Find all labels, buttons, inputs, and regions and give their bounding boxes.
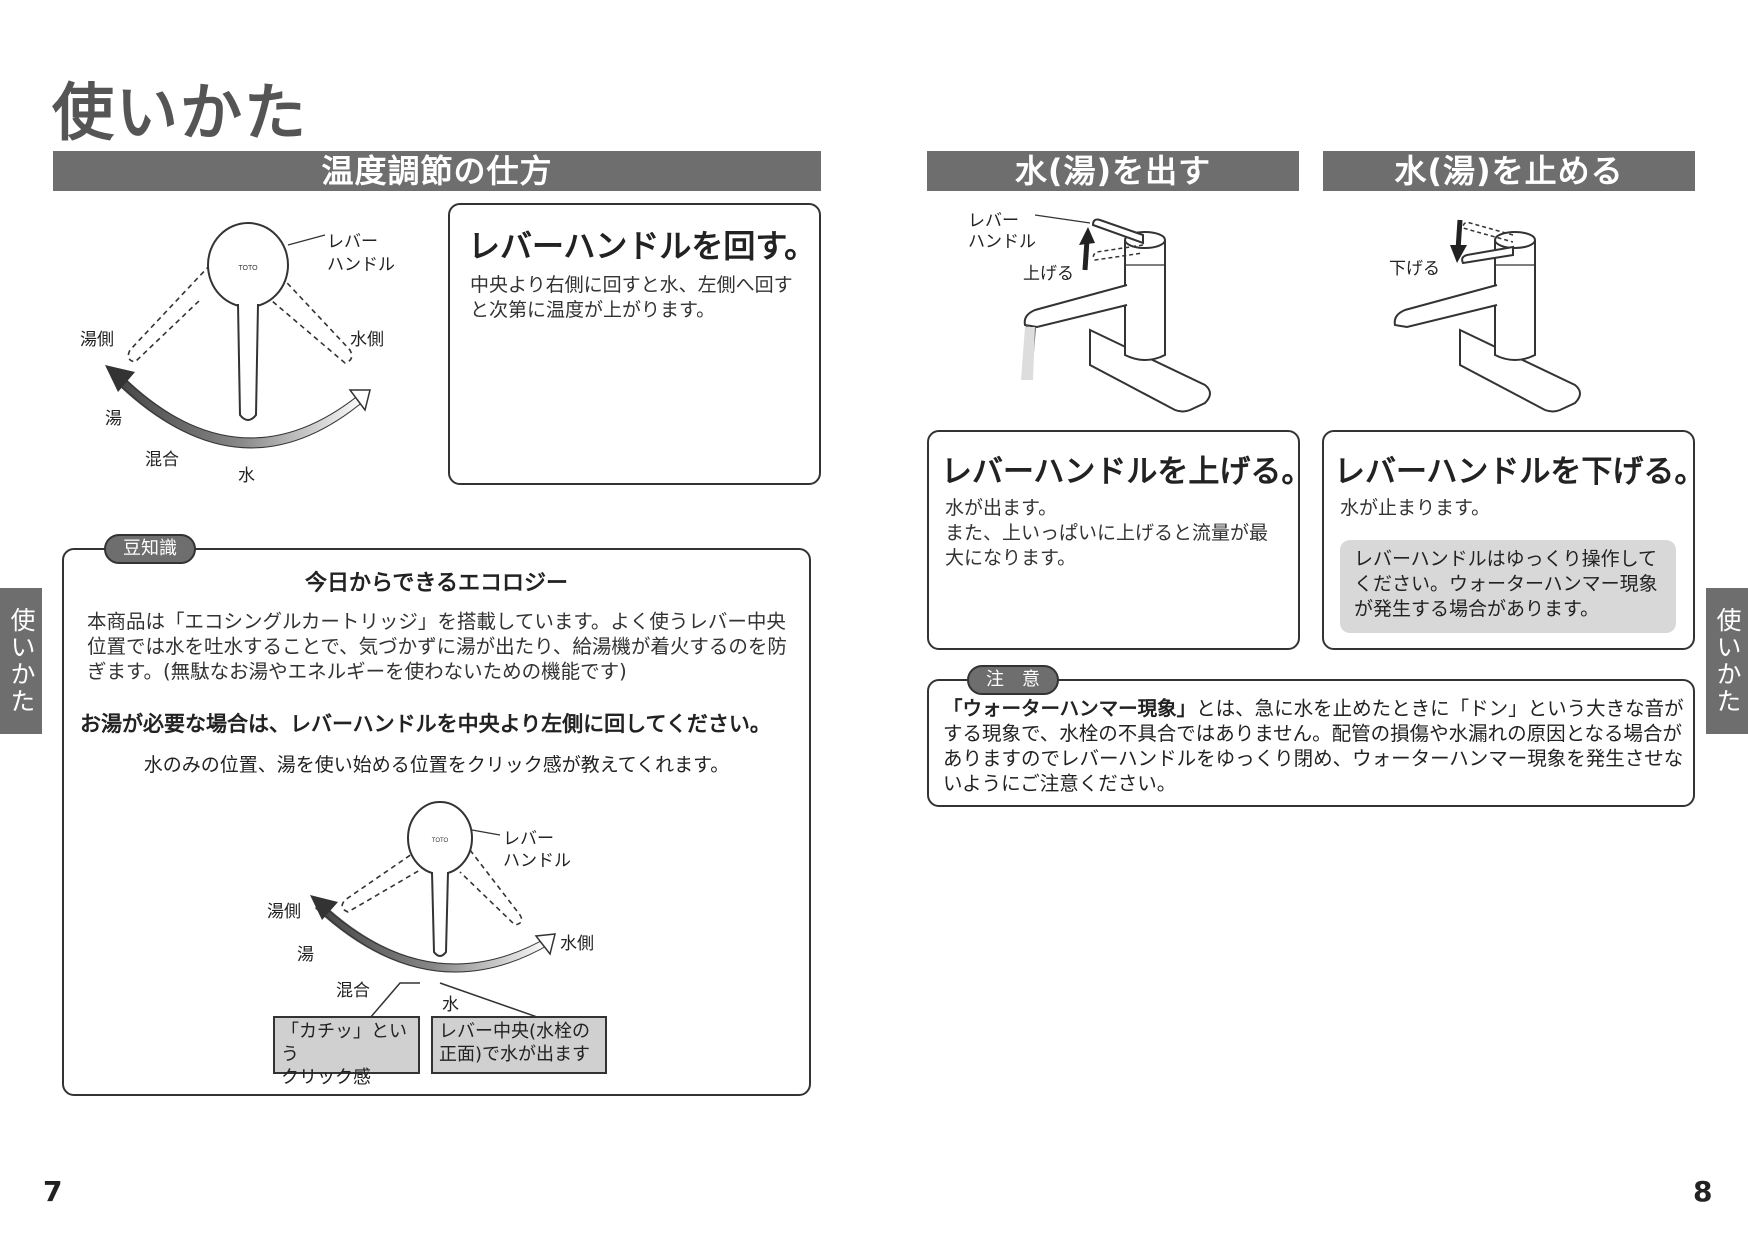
faucet-open-illustration (1021, 214, 1211, 413)
open-instruction-box: レバーハンドルを上げる。 水が出ます。 また、上いっぱいに上げると流量が最大にな… (927, 430, 1312, 650)
tips-sub: 水のみの位置、湯を使い始める位置をクリック感が教えてくれます。 (143, 754, 730, 776)
open-box-text-2: また、上いっぱいに上げると流量が最大になります。 (945, 522, 1269, 569)
cold-side-label: 水側 (350, 330, 384, 350)
temperature-header: 温度調節の仕方 (53, 151, 821, 191)
hot-label-b: 湯 (297, 945, 314, 965)
hot-side-label: 湯側 (80, 330, 114, 350)
close-box-title: レバーハンドルを下げる。 (1334, 454, 1706, 490)
center-callout-line2: 正面)で水が出ます (439, 1044, 591, 1065)
caution-bold: 「ウォーターハンマー現象」 (943, 697, 1197, 720)
raise-label: 上げる (1023, 264, 1074, 284)
cold-side-label-b: 水側 (560, 934, 594, 954)
close-instruction-box: レバーハンドルを下げる。 水が止まります。 レバーハンドルはゆっくり操作してくだ… (1322, 430, 1705, 650)
caution-text: とは、急に水を止めたときに「ドン」という大きな音がする現象で、水栓の不具合ではあ… (943, 697, 1684, 795)
tips-badge: 豆知識 (104, 534, 196, 564)
caution-badge: 注 意 (967, 665, 1059, 695)
page-title: 使いかた (52, 76, 309, 149)
hot-side-label-b: 湯側 (267, 902, 301, 922)
faucet-close-illustration (1393, 219, 1581, 413)
caution-box: 「ウォーターハンマー現象」とは、急に水を止めたときに「ドン」という大きな音がする… (927, 679, 1695, 807)
page-number-left: 7 (43, 1175, 63, 1208)
tips-paragraph: 本商品は「エコシングルカートリッジ」を搭載しています。よく使うレバー中央位置では… (87, 610, 787, 683)
lower-label: 下げる (1389, 259, 1440, 279)
water-label-b: 水 (442, 995, 459, 1015)
close-box-text: 水が止まります。 (1340, 497, 1491, 519)
caution-text-block: 「ウォーターハンマー現象」とは、急に水を止めたときに「ドン」という大きな音がする… (943, 696, 1685, 796)
close-note: レバーハンドルはゆっくり操作してください。ウォーターハンマー現象が発生する場合が… (1340, 540, 1676, 633)
side-tab-left: 使いかた (0, 588, 42, 734)
tips-emphasis: お湯が必要な場合は、レバーハンドルを中央より左側に回してください。 (80, 712, 771, 736)
temperature-box-text: 中央より右側に回すと水、左側へ回すと次第に温度が上がります。 (470, 274, 793, 321)
open-header: 水(湯)を出す (927, 151, 1299, 191)
click-callout-line1: 「カチッ」という (281, 1021, 407, 1065)
tips-title: 今日からできるエコロジー (305, 571, 568, 596)
page-number-right: 8 (1693, 1175, 1713, 1208)
open-lever-label-1: レバー (968, 211, 1019, 231)
lever-label-b1: レバー (503, 829, 554, 849)
lever-label-1: レバー (327, 232, 378, 252)
lever-label-b2: ハンドル (503, 851, 571, 871)
click-feel-diagram: TOTO (310, 801, 556, 1019)
logo-text: TOTO (238, 265, 258, 272)
hot-label: 湯 (105, 409, 122, 429)
open-lever-label-2: ハンドル (968, 232, 1036, 252)
open-box-title: レバーハンドルを上げる。 (941, 454, 1313, 490)
center-callout-line1: レバー中央(水栓の (439, 1021, 591, 1042)
open-box-text-1: 水が出ます。 (945, 497, 1058, 519)
mixed-label-b: 混合 (336, 981, 370, 1001)
center-water-callout: レバー中央(水栓の 正面)で水が出ます (431, 1016, 607, 1074)
side-tab-right: 使いかた (1706, 588, 1748, 734)
mixed-label: 混合 (145, 450, 179, 470)
temperature-instruction-box: レバーハンドルを回す。 中央より右側に回すと水、左側へ回すと次第に温度が上がりま… (448, 203, 821, 485)
logo-text-2: TOTO (432, 838, 449, 844)
temperature-box-title: レバーハンドルを回す。 (468, 227, 817, 265)
water-label: 水 (238, 466, 255, 486)
close-header: 水(湯)を止める (1323, 151, 1695, 191)
click-feel-callout: 「カチッ」という クリック感 (273, 1016, 420, 1088)
click-callout-line2: クリック感 (281, 1067, 371, 1088)
lever-rotation-diagram: TOTO (105, 222, 371, 449)
lever-label-2: ハンドル (327, 255, 395, 275)
